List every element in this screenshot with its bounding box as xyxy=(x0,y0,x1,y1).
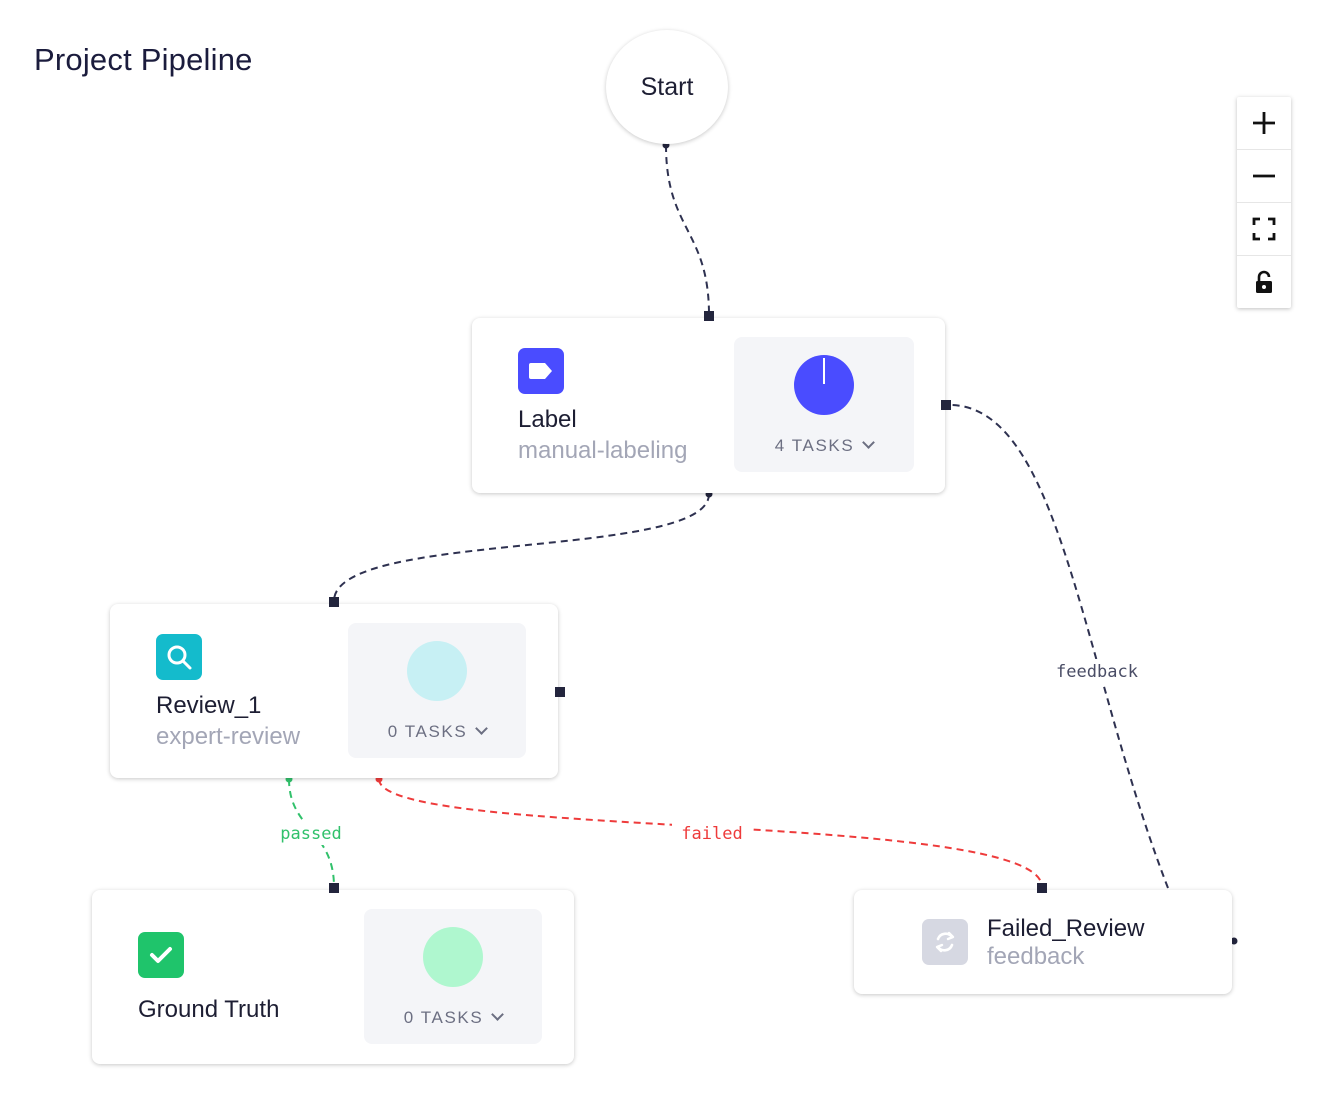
handle-failed-review-top[interactable] xyxy=(1037,883,1047,893)
chevron-down-icon xyxy=(475,722,489,735)
node-label-type: manual-labeling xyxy=(518,437,688,464)
edge-label-passed: passed xyxy=(280,824,341,844)
edge-failed xyxy=(378,778,1043,888)
edge-label-feedback: feedback xyxy=(1056,662,1138,682)
search-icon xyxy=(156,634,202,680)
node-review-name: Review_1 xyxy=(156,692,262,719)
edge-passed xyxy=(288,778,335,888)
tasks-panel-label[interactable]: 4 TASKS xyxy=(734,337,914,472)
node-label[interactable]: Label manual-labeling 4 TASKS xyxy=(472,318,945,493)
plus-icon xyxy=(1253,112,1275,134)
start-node[interactable]: Start xyxy=(606,30,728,144)
handle-ground-truth-top[interactable] xyxy=(329,883,339,893)
node-failed-review-name: Failed_Review xyxy=(987,915,1145,942)
tasks-panel-ground-truth[interactable]: 0 TASKS xyxy=(364,909,542,1044)
status-pie xyxy=(423,927,483,987)
page-title: Project Pipeline xyxy=(34,42,253,77)
zoom-out-button[interactable] xyxy=(1237,150,1291,203)
status-pie xyxy=(407,641,467,701)
edge-label-failed: failed xyxy=(681,824,742,844)
tasks-count: 4 TASKS xyxy=(774,436,855,455)
edge-feedback xyxy=(945,403,1169,889)
zoom-in-button[interactable] xyxy=(1237,97,1291,150)
chevron-down-icon xyxy=(862,436,876,449)
node-review[interactable]: Review_1 expert-review 0 TASKS xyxy=(110,604,558,778)
handle-label-right[interactable] xyxy=(941,400,951,410)
node-ground-truth[interactable]: Ground Truth 0 TASKS xyxy=(92,890,574,1064)
node-review-type: expert-review xyxy=(156,723,301,750)
check-icon xyxy=(138,932,184,978)
node-ground-truth-name: Ground Truth xyxy=(138,996,280,1023)
refresh-icon xyxy=(922,919,968,965)
minus-icon xyxy=(1253,174,1275,178)
chevron-down-icon xyxy=(491,1008,505,1021)
handle-label-top[interactable] xyxy=(704,311,714,321)
edge-start-label xyxy=(665,144,710,316)
tasks-panel-review[interactable]: 0 TASKS xyxy=(348,623,526,758)
handle-review-right[interactable] xyxy=(555,687,565,697)
tasks-count: 0 TASKS xyxy=(387,722,468,741)
tasks-count: 0 TASKS xyxy=(403,1008,484,1027)
toggle-lock-button[interactable] xyxy=(1237,256,1291,308)
tag-icon xyxy=(518,348,564,394)
handle-review-top[interactable] xyxy=(329,597,339,607)
fit-view-button[interactable] xyxy=(1237,203,1291,256)
unlock-icon xyxy=(1256,270,1272,293)
node-label-name: Label xyxy=(518,406,577,433)
edge-label-review xyxy=(333,493,710,602)
fullscreen-icon xyxy=(1252,217,1276,241)
start-label: Start xyxy=(640,72,694,101)
node-failed-review[interactable]: Failed_Review feedback xyxy=(854,890,1232,994)
node-failed-review-type: feedback xyxy=(987,943,1085,970)
flow-controls xyxy=(1237,97,1291,308)
status-pie xyxy=(794,355,854,415)
